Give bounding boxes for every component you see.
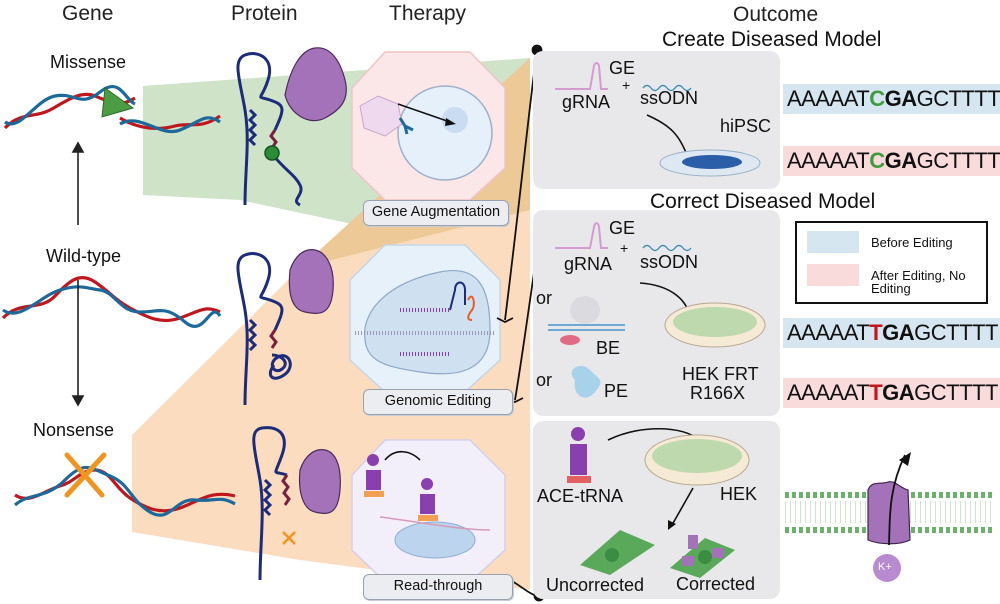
seq-prefix: AAAAAT — [787, 86, 870, 111]
seq-codon: GA — [884, 86, 918, 111]
delivery-arrow — [397, 103, 451, 123]
protein-truncated — [252, 426, 341, 581]
seq-prefix: AAAAAT — [787, 148, 870, 173]
hek-label: HEK — [720, 484, 758, 504]
legend-swatch-after — [807, 264, 859, 286]
seq-mutation: C — [869, 86, 885, 111]
seq-codon: GA — [882, 320, 915, 345]
pe-label: PE — [604, 381, 629, 401]
correct-model-title: Correct Diseased Model — [650, 190, 876, 213]
seq-suffix: GCTTTT — [916, 86, 1000, 111]
label-nonsense: Nonsense — [33, 420, 115, 440]
seq-suffix: GCTTTT — [914, 380, 998, 405]
header-protein: Protein — [231, 2, 298, 25]
corrected-label: Corrected — [676, 574, 756, 594]
header-outcome: Outcome — [733, 3, 819, 26]
seq-mutation: C — [869, 148, 885, 173]
seq-suffix: GCTTTT — [916, 148, 1000, 173]
prime-editor-icon — [571, 365, 601, 398]
legend-label-after-line2: Editing — [871, 281, 911, 296]
efflux-arrow — [888, 454, 906, 546]
legend-swatch-before — [807, 231, 859, 253]
base-editor-icon — [548, 324, 625, 331]
cell-icon — [397, 85, 493, 181]
or-label-1: or — [536, 288, 553, 308]
seq-mutation: T — [869, 320, 883, 345]
ace-trna-label: ACE-tRNA — [537, 486, 624, 506]
seq-create-after: AAAAATCGAGCTTTT — [783, 146, 1000, 176]
seq-codon: GA — [884, 148, 918, 173]
dna-missense — [3, 84, 221, 134]
seq-prefix: AAAAAT — [787, 380, 870, 405]
seq-correct-before: AAAAATTGAGCTTTT — [783, 318, 1000, 348]
potassium-ion-label: K+ — [878, 561, 892, 573]
header-gene: Gene — [62, 2, 114, 25]
therapy-read-through[interactable]: Read-through — [363, 574, 513, 600]
legend-label-before: Before Editing — [871, 235, 953, 250]
create-ge-label: GE — [609, 58, 636, 78]
nucleus-editing-icon — [364, 270, 491, 375]
be-label: BE — [596, 338, 621, 358]
seq-codon: GA — [882, 380, 915, 405]
r166x-label: R166X — [690, 383, 746, 403]
correct-grna-label: gRNA — [564, 254, 613, 274]
uncorrected-label: Uncorrected — [546, 575, 645, 595]
dna-nonsense — [13, 452, 236, 517]
hek-frt-label: HEK FRT — [682, 364, 759, 384]
legend: Before Editing After Editing, No Editing — [795, 221, 988, 304]
correct-plus: + — [620, 240, 629, 256]
potassium-channel-icon — [867, 481, 911, 545]
label-missense: Missense — [50, 52, 127, 72]
create-hipsc-label: hiPSC — [720, 116, 772, 136]
trna-bound-icon — [418, 478, 438, 521]
dna-wildtype — [1, 276, 222, 328]
seq-mutation: T — [869, 380, 883, 405]
seq-prefix: AAAAAT — [787, 320, 870, 345]
legend-label-after-line1: After Editing, No — [871, 268, 966, 283]
seq-create-before: AAAAATCGAGCTTTT — [783, 84, 1000, 114]
or-label-2: or — [536, 370, 553, 390]
create-ssodn-label: ssODN — [640, 88, 698, 108]
create-model-title: Create Diseased Model — [662, 28, 882, 51]
seq-suffix: GCTTTT — [914, 320, 998, 345]
label-wild-type: Wild-type — [46, 246, 122, 266]
trna-icon — [364, 454, 384, 497]
gene-arrows — [71, 141, 85, 407]
nucleus-icon — [442, 107, 468, 133]
correct-ge-label: GE — [609, 218, 636, 238]
header-therapy: Therapy — [389, 2, 467, 25]
create-grna-label: gRNA — [562, 92, 611, 112]
therapy-genomic-editing[interactable]: Genomic Editing — [363, 389, 513, 415]
grna-icon — [555, 62, 608, 90]
create-plus: + — [622, 77, 631, 93]
correct-ssodn-label: ssODN — [640, 252, 698, 272]
therapy-gene-augmentation[interactable]: Gene Augmentation — [363, 200, 509, 226]
seq-correct-after: AAAAATTGAGCTTTT — [783, 378, 1000, 408]
ace-trna-icon — [567, 427, 591, 483]
protein-nonsense-fragmented — [236, 249, 334, 406]
protein-missense — [236, 47, 347, 207]
potassium-ion-icon — [873, 554, 901, 582]
ribosome-icon — [394, 521, 476, 559]
ssodn-icon — [642, 84, 692, 92]
receptor-icon — [398, 117, 414, 135]
